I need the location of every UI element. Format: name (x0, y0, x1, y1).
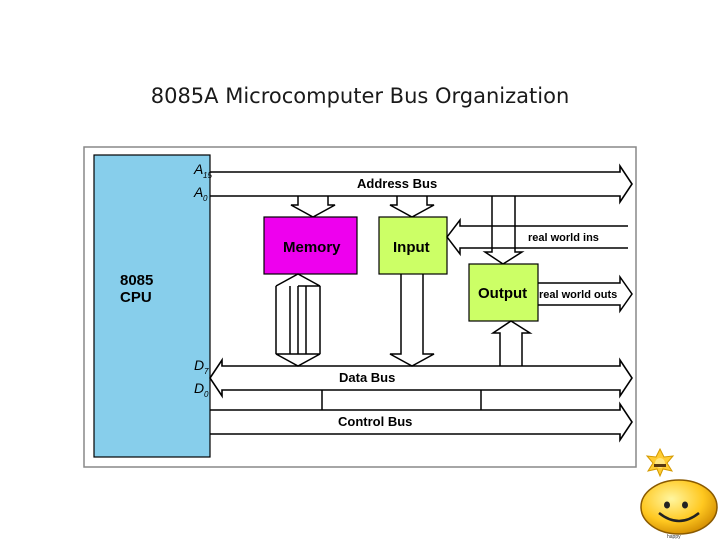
svg-text:A: A (193, 161, 203, 177)
cpu-label-line2: CPU (120, 289, 152, 306)
pin-d0-label: D 0 (194, 380, 209, 399)
real-world-outs-arrow (538, 274, 633, 314)
data-bus (209, 357, 633, 399)
control-taps (321, 390, 482, 410)
sun-icon (645, 447, 675, 478)
svg-text:7: 7 (204, 367, 209, 376)
memory-block (263, 216, 358, 275)
real-world-outs-label: real world outs (539, 289, 617, 301)
pin-d7-label: D 7 (194, 357, 209, 376)
svg-text:15: 15 (203, 171, 212, 180)
real-world-ins-arrow (446, 217, 628, 257)
svg-text:D: D (194, 357, 204, 373)
address-bus-label: Address Bus (357, 176, 437, 191)
pin-a0-label: A 0 (193, 184, 208, 203)
logo-text: happy (667, 534, 681, 540)
pin-a15-label: A 15 (193, 161, 212, 180)
control-bus-label: Control Bus (338, 414, 412, 429)
output-data-link (490, 320, 533, 366)
cpu-label-line1: 8085 (120, 272, 153, 289)
memory-label: Memory (283, 239, 341, 256)
output-block (468, 263, 539, 322)
svg-text:A: A (193, 184, 203, 200)
smiley-logo-icon (640, 479, 718, 535)
memory-data-link (275, 273, 321, 367)
real-world-ins-label: real world ins (528, 232, 599, 244)
control-bus (210, 401, 633, 443)
output-label: Output (478, 285, 527, 302)
memory-control-link (275, 286, 321, 354)
cpu-block (93, 154, 211, 458)
slide-title: 8085A Microcomputer Bus Organization (150, 84, 570, 108)
svg-text:0: 0 (204, 390, 209, 399)
input-label: Input (393, 239, 430, 256)
data-bus-label: Data Bus (339, 370, 395, 385)
svg-text:0: 0 (203, 194, 208, 203)
address-bus (210, 163, 633, 205)
input-data-link (389, 274, 435, 367)
svg-text:D: D (194, 380, 204, 396)
input-block (378, 216, 448, 275)
